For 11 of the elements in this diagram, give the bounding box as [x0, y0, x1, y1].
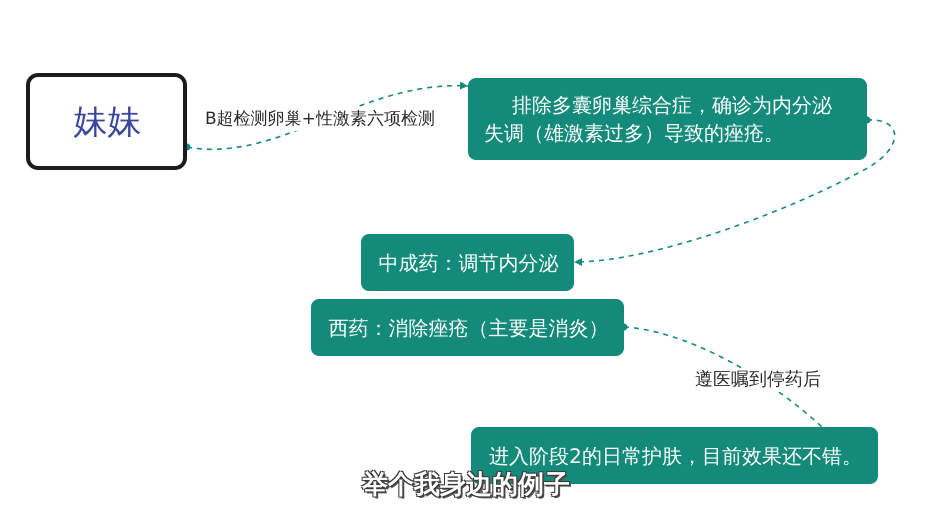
- node-text: 中成药：调节内分泌: [378, 250, 558, 276]
- step-box: [468, 78, 867, 160]
- person-box: [26, 73, 187, 170]
- edge-label: 遵医嘱到停药后: [693, 368, 823, 392]
- node-text: 西药：消除痤疮（主要是消炎）: [328, 314, 608, 342]
- node-text: 妹妹: [74, 100, 142, 142]
- dashed-arrow: [574, 116, 896, 266]
- step-box: [311, 299, 624, 356]
- node-text: 排除多囊卵巢综合症，确诊为内分泌失调（雄激素过多）导致的痤疮。: [484, 92, 833, 147]
- step-box: [361, 234, 574, 291]
- node-text: 进入阶段2的日常护肤，目前效果还不错。: [489, 442, 862, 470]
